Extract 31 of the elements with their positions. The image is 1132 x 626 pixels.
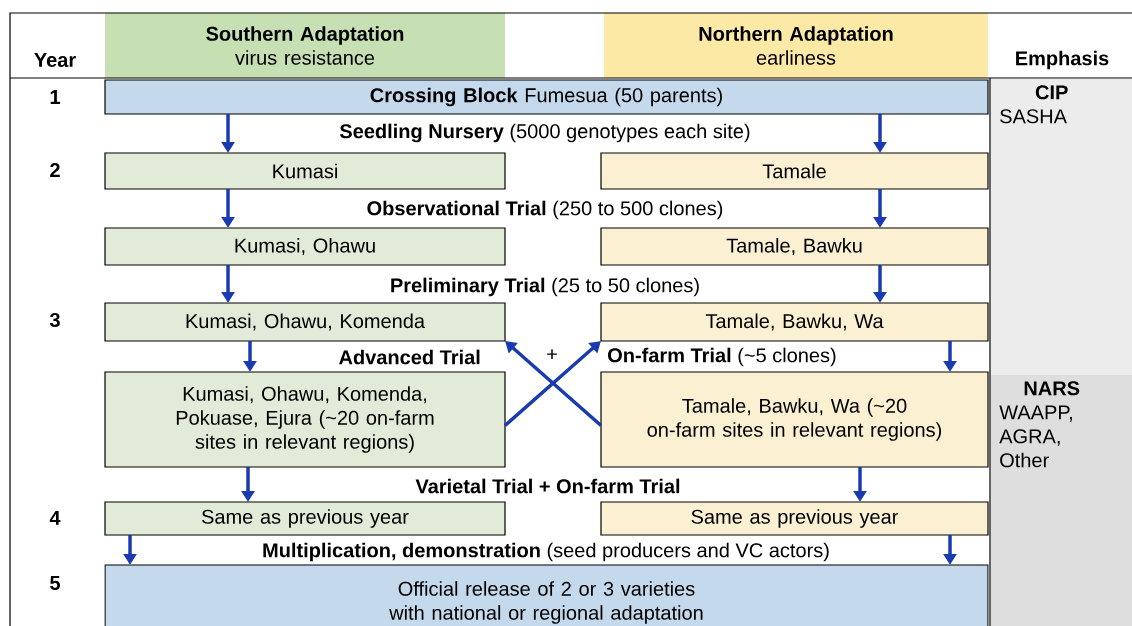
plus-sign: +	[547, 349, 557, 359]
stage-box: Crossing Block Fumesua (50 parents)	[104, 79, 989, 115]
stage-label: Advanced Trial	[339, 349, 480, 365]
stage-box: Tamale	[600, 152, 989, 190]
stage-label: Observational Trial (250 to 500 clones)	[367, 200, 723, 220]
stage-box: Same as previous year	[600, 501, 989, 536]
year-number: 2	[50, 163, 60, 177]
stage-box: Tamale, Bawku, Wa	[600, 302, 989, 342]
stage-box: Kumasi, Ohawu	[104, 227, 506, 266]
stage-label: Seedling Nursery (5000 genotypes each site)	[339, 123, 750, 143]
year-number: 5	[50, 576, 60, 590]
year-number: 4	[49, 511, 61, 525]
column-header: Southern Adaptation virus resistance	[105, 13, 505, 78]
year-number: 1	[50, 90, 60, 104]
year-number: 3	[49, 312, 60, 328]
stage-box: Kumasi	[104, 152, 506, 190]
stage-box: Kumasi, Ohawu, Komenda, Pokuase, Ejura (~20 on-farm sites in relevant regions)	[104, 371, 506, 468]
stage-box: Tamale, Bawku, Wa (~20 on-farm sites in relevant regions)	[600, 371, 989, 468]
stage-box: Same as previous year	[104, 501, 506, 536]
stage-box: Kumasi, Ohawu, Komenda	[104, 302, 506, 342]
column-heading: Emphasis	[1016, 50, 1109, 70]
stage-label: Multiplication, demonstration (seed producers and VC actors)	[263, 542, 829, 562]
stage-label: Varietal Trial + On-farm Trial	[415, 478, 680, 494]
column-heading: Year	[34, 53, 76, 67]
column-header: Northern Adaptation earliness	[604, 13, 988, 78]
stage-box: Official release of 2 or 3 varieties with national or regional adaptation	[104, 564, 989, 626]
emphasis-panel: NARS WAAPP, AGRA, Other	[991, 375, 1132, 626]
emphasis-panel: CIP SASHA	[991, 79, 1132, 375]
stage-label: Preliminary Trial (25 to 50 clones)	[391, 277, 699, 297]
stage-label: On-farm Trial (~5 clones)	[608, 347, 836, 367]
stage-box: Tamale, Bawku	[600, 227, 989, 266]
